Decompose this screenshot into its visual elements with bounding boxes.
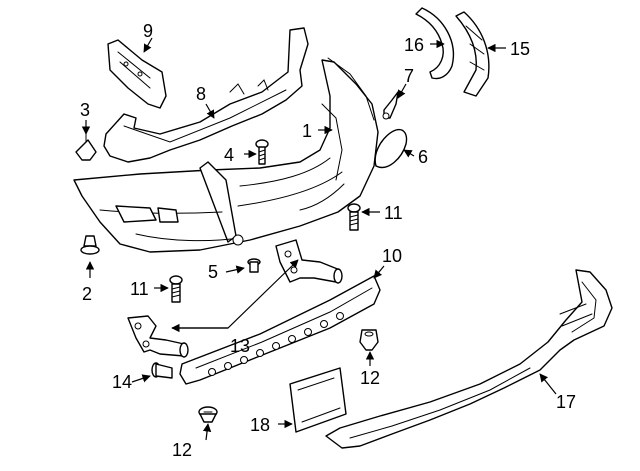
callout-12-right: 12 xyxy=(360,368,380,388)
callout-labels: 9 8 3 1 4 7 6 16 15 11 2 5 11 10 13 12 1… xyxy=(80,21,576,460)
callout-10: 10 xyxy=(382,246,402,266)
callout-8: 8 xyxy=(196,84,206,104)
callout-18: 18 xyxy=(250,415,270,435)
callout-2: 2 xyxy=(82,284,92,304)
part-1-bumper-cover xyxy=(73,57,379,253)
part-11-bolt-left xyxy=(169,275,183,303)
part-4-bolt xyxy=(255,139,269,165)
part-12-nut-bottom xyxy=(198,406,218,423)
callout-13: 13 xyxy=(230,336,250,356)
part-14-bolt xyxy=(151,362,173,379)
part-8-bumper-carrier xyxy=(103,27,309,163)
part-17-lower-valance xyxy=(325,269,613,449)
callout-4: 4 xyxy=(224,145,234,165)
callout-7: 7 xyxy=(404,66,414,86)
callout-16: 16 xyxy=(404,35,424,55)
part-13-impact-bracket-right xyxy=(275,239,343,284)
callout-1: 1 xyxy=(302,121,312,141)
part-3-push-clip xyxy=(75,131,97,161)
callout-11-right: 11 xyxy=(384,203,403,223)
callout-9: 9 xyxy=(143,21,153,41)
part-6-tow-cover xyxy=(374,128,408,169)
part-9-mount-bracket xyxy=(107,39,167,109)
callout-14: 14 xyxy=(112,372,132,392)
callout-6: 6 xyxy=(418,147,428,167)
callout-11-left: 11 xyxy=(130,279,149,299)
reinforcement-holes xyxy=(208,312,344,376)
part-12-nut-right xyxy=(359,329,379,351)
part-11-bolt-right xyxy=(347,203,361,231)
callout-12-bottom: 12 xyxy=(172,440,192,460)
part-13-impact-bracket-left xyxy=(127,315,189,358)
part-2-pin-clip xyxy=(80,235,100,255)
part-16-molding xyxy=(415,7,454,80)
part-18-license-bracket xyxy=(289,367,347,433)
part-10-reinforcement xyxy=(179,275,381,385)
callout-5: 5 xyxy=(208,262,218,282)
callout-3: 3 xyxy=(80,100,90,120)
part-5-bolt xyxy=(247,258,261,273)
callout-15: 15 xyxy=(510,39,530,59)
callout-17: 17 xyxy=(556,392,576,412)
part-15-corner-bracket xyxy=(455,11,490,97)
leader-lines xyxy=(81,37,557,441)
part-7-retainer xyxy=(382,91,399,120)
